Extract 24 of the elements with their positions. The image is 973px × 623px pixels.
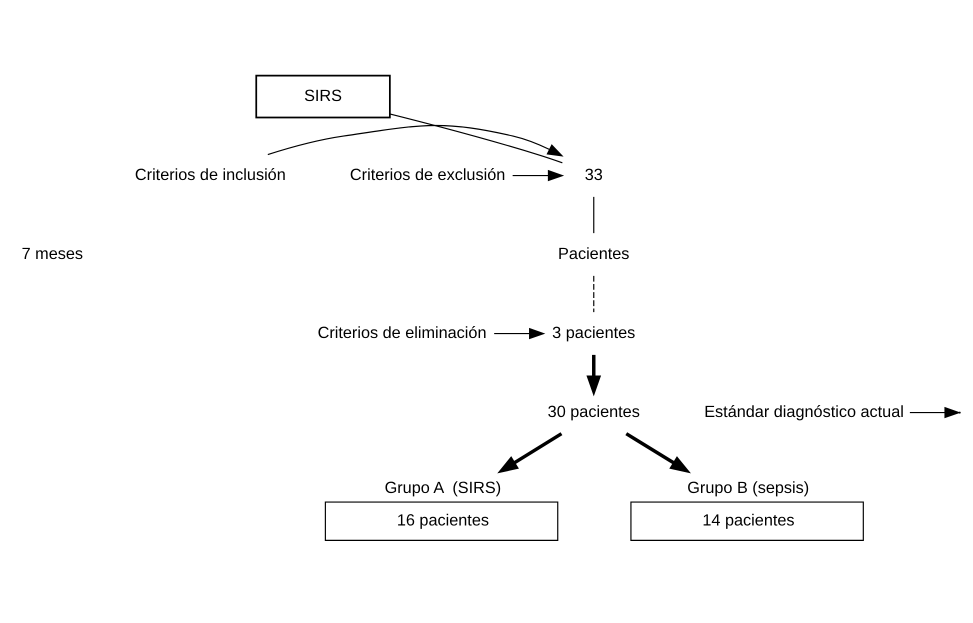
node-text: Pacientes [558,244,630,263]
connector [390,113,563,164]
node-box: 16 pacientes [324,501,558,541]
node-text: Criterios de exclusión [350,166,506,184]
node-text: Estándar diagnóstico actual [704,402,904,421]
arrow [494,328,546,340]
arrow [910,406,961,418]
node-text: 30 pacientes [548,402,640,421]
node-text: Criterios de eliminación [318,324,487,342]
arrow [625,432,691,474]
node-text: 3 pacientes [552,324,636,342]
node-text: Criterios de inclusión [134,166,286,184]
node-label: Grupo A (SIRS) [384,478,502,497]
arrow [497,432,562,474]
arrow [268,124,564,157]
label: 7 meses [22,244,84,263]
node-text: 33 [584,166,603,184]
arrow [512,170,564,182]
node-box: SIRS [255,74,391,118]
connector [593,196,594,234]
arrow [586,354,602,396]
node-box: 14 pacientes [630,501,864,541]
connector [593,276,594,312]
node-label: Grupo B (sepsis) [687,478,810,497]
